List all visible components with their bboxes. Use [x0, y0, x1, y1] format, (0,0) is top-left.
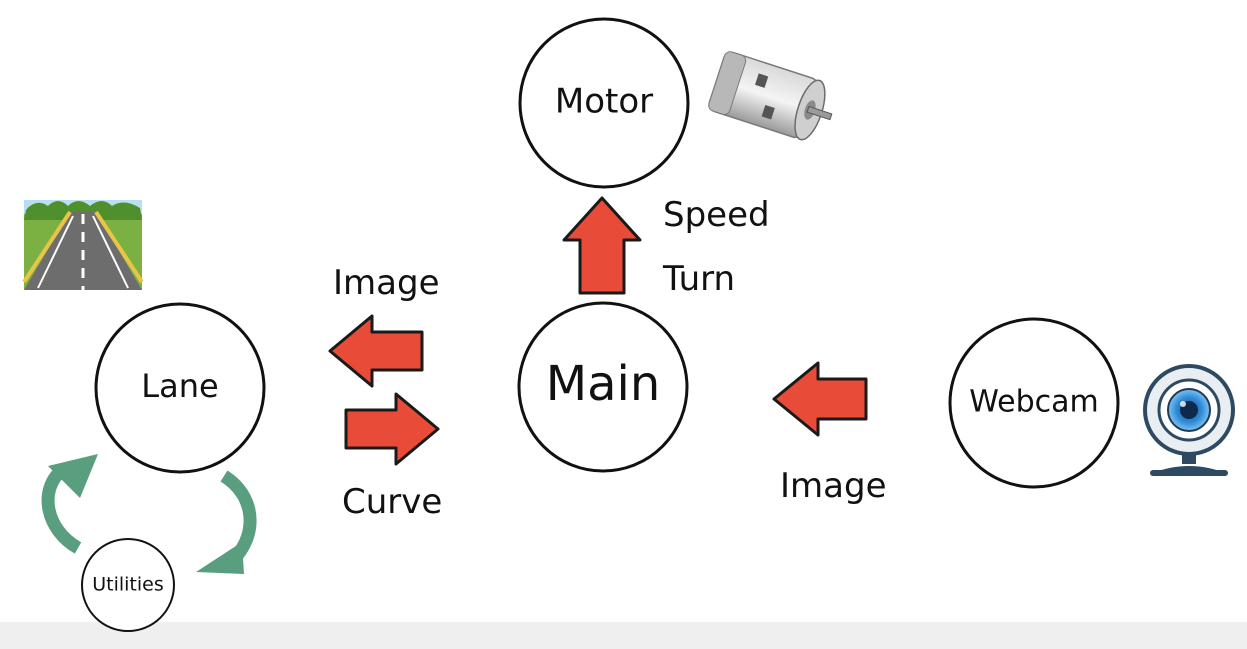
bottom-bar: [0, 622, 1247, 649]
label-image-to-lane: Image: [333, 263, 439, 303]
label-curve: Curve: [342, 482, 442, 522]
node-lane: Lane: [94, 302, 266, 474]
arrow-main-to-motor: [562, 196, 642, 295]
arrow-webcam-to-main: [772, 361, 868, 437]
arrow-main-to-lane: [328, 314, 424, 388]
node-main-label: Main: [546, 356, 661, 412]
label-turn: Turn: [662, 259, 735, 299]
webcam-icon: [1143, 364, 1235, 476]
node-utilities-label: Utilities: [92, 574, 164, 596]
node-lane-label: Lane: [141, 367, 218, 405]
node-webcam: Webcam: [948, 317, 1120, 489]
cycle-arrow-icon: [41, 454, 257, 574]
road-icon: [22, 200, 144, 290]
node-main: Main: [517, 301, 689, 473]
node-motor: Motor: [518, 17, 690, 189]
dc-motor-icon: [708, 51, 833, 141]
label-speed: Speed: [663, 195, 770, 235]
node-webcam-label: Webcam: [969, 385, 1099, 420]
node-utilities: Utilities: [81, 538, 175, 632]
node-motor-label: Motor: [555, 82, 653, 122]
label-image-from-webcam: Image: [780, 466, 886, 506]
arrow-lane-to-main: [344, 392, 440, 466]
